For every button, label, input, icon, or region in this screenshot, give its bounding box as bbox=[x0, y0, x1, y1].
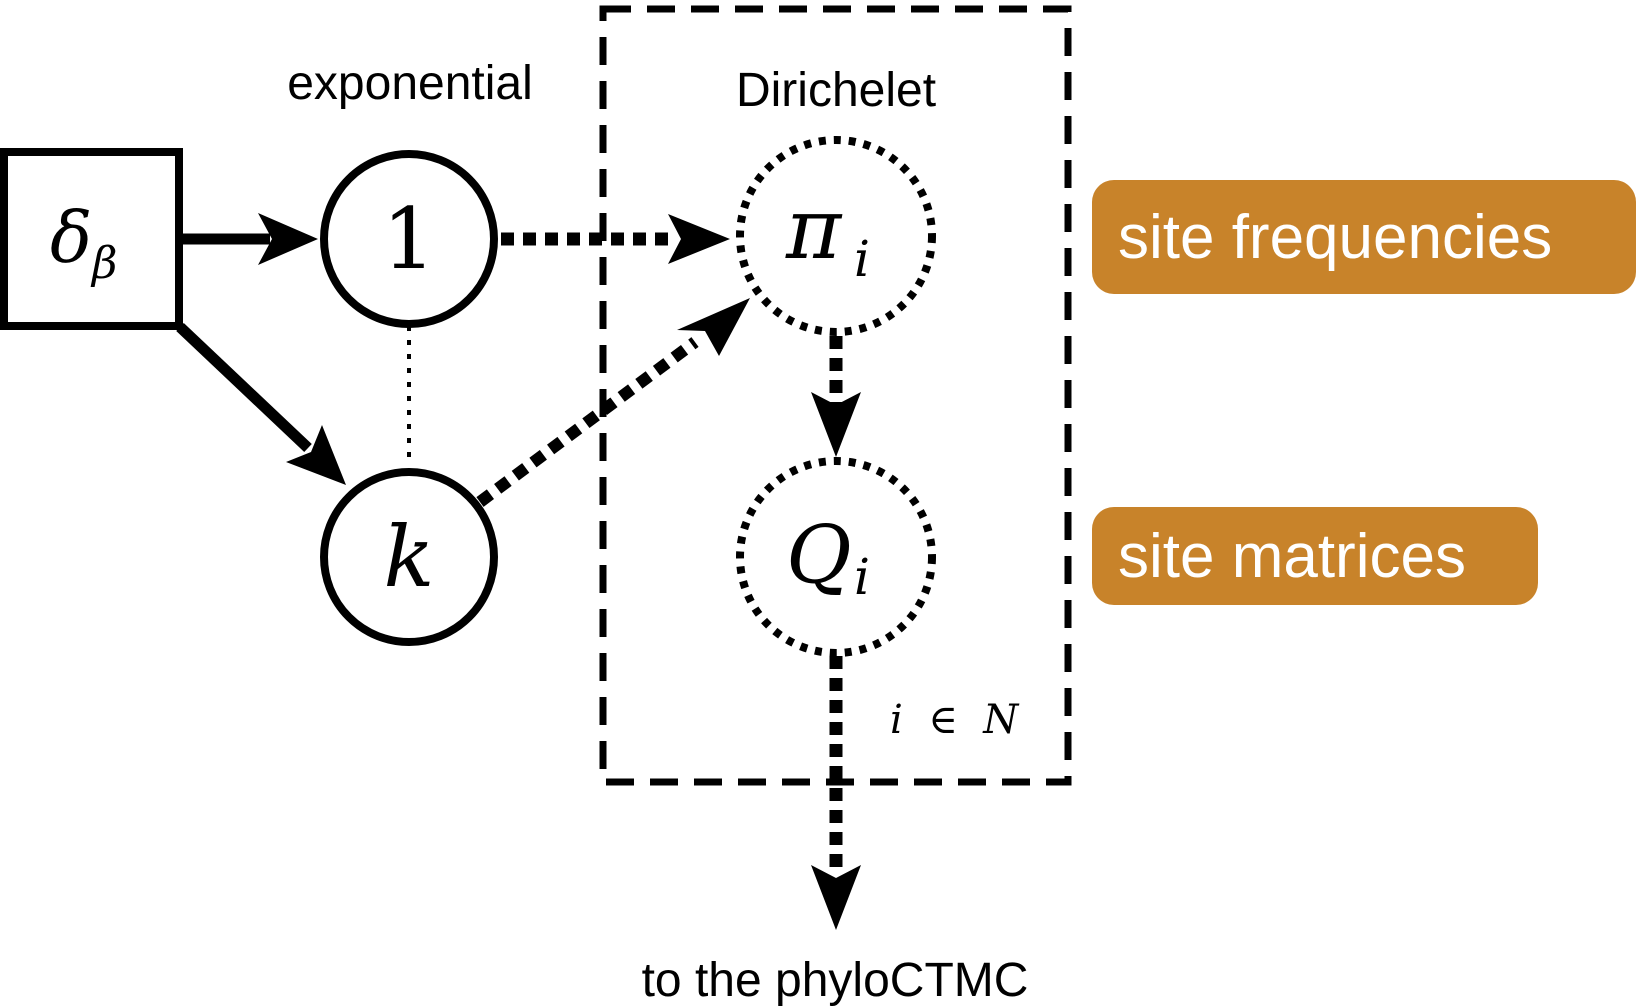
label-exponential: exponential bbox=[287, 57, 533, 110]
arrowhead-q-to-output bbox=[811, 865, 861, 930]
node-delta-beta bbox=[0, 148, 183, 330]
node-one-label: 1 bbox=[382, 190, 435, 288]
plate-frame bbox=[599, 5, 1072, 786]
node-pi bbox=[736, 136, 936, 336]
badge-site-frequencies: site frequencies bbox=[1092, 180, 1636, 294]
node-delta-base: δ bbox=[50, 197, 92, 279]
badge-site-matrices: site matrices bbox=[1092, 507, 1538, 605]
node-pi-base: π bbox=[785, 180, 843, 278]
arrowhead-delta-to-one bbox=[258, 213, 318, 265]
node-k-label: k bbox=[384, 508, 435, 606]
node-k bbox=[320, 468, 498, 646]
node-delta-sub: β bbox=[90, 238, 117, 289]
node-one bbox=[320, 150, 498, 328]
node-q-base: Q bbox=[786, 508, 852, 601]
edge-k-to-pi bbox=[476, 337, 699, 507]
arrowhead-pi-to-q bbox=[811, 392, 861, 457]
node-q bbox=[736, 457, 936, 657]
label-dirichlet: Dirichelet bbox=[736, 64, 936, 117]
label-output: to the phyloCTMC bbox=[642, 954, 1029, 1006]
node-pi-sub: i bbox=[854, 230, 870, 288]
arrowhead-delta-to-k bbox=[286, 425, 346, 485]
label-plate-index: i ∈ N bbox=[890, 697, 1020, 743]
arrowhead-one-to-pi bbox=[668, 214, 730, 264]
edge-delta-to-k bbox=[176, 323, 312, 452]
arrowhead-k-to-pi bbox=[677, 298, 750, 356]
node-q-sub: i bbox=[854, 548, 870, 606]
